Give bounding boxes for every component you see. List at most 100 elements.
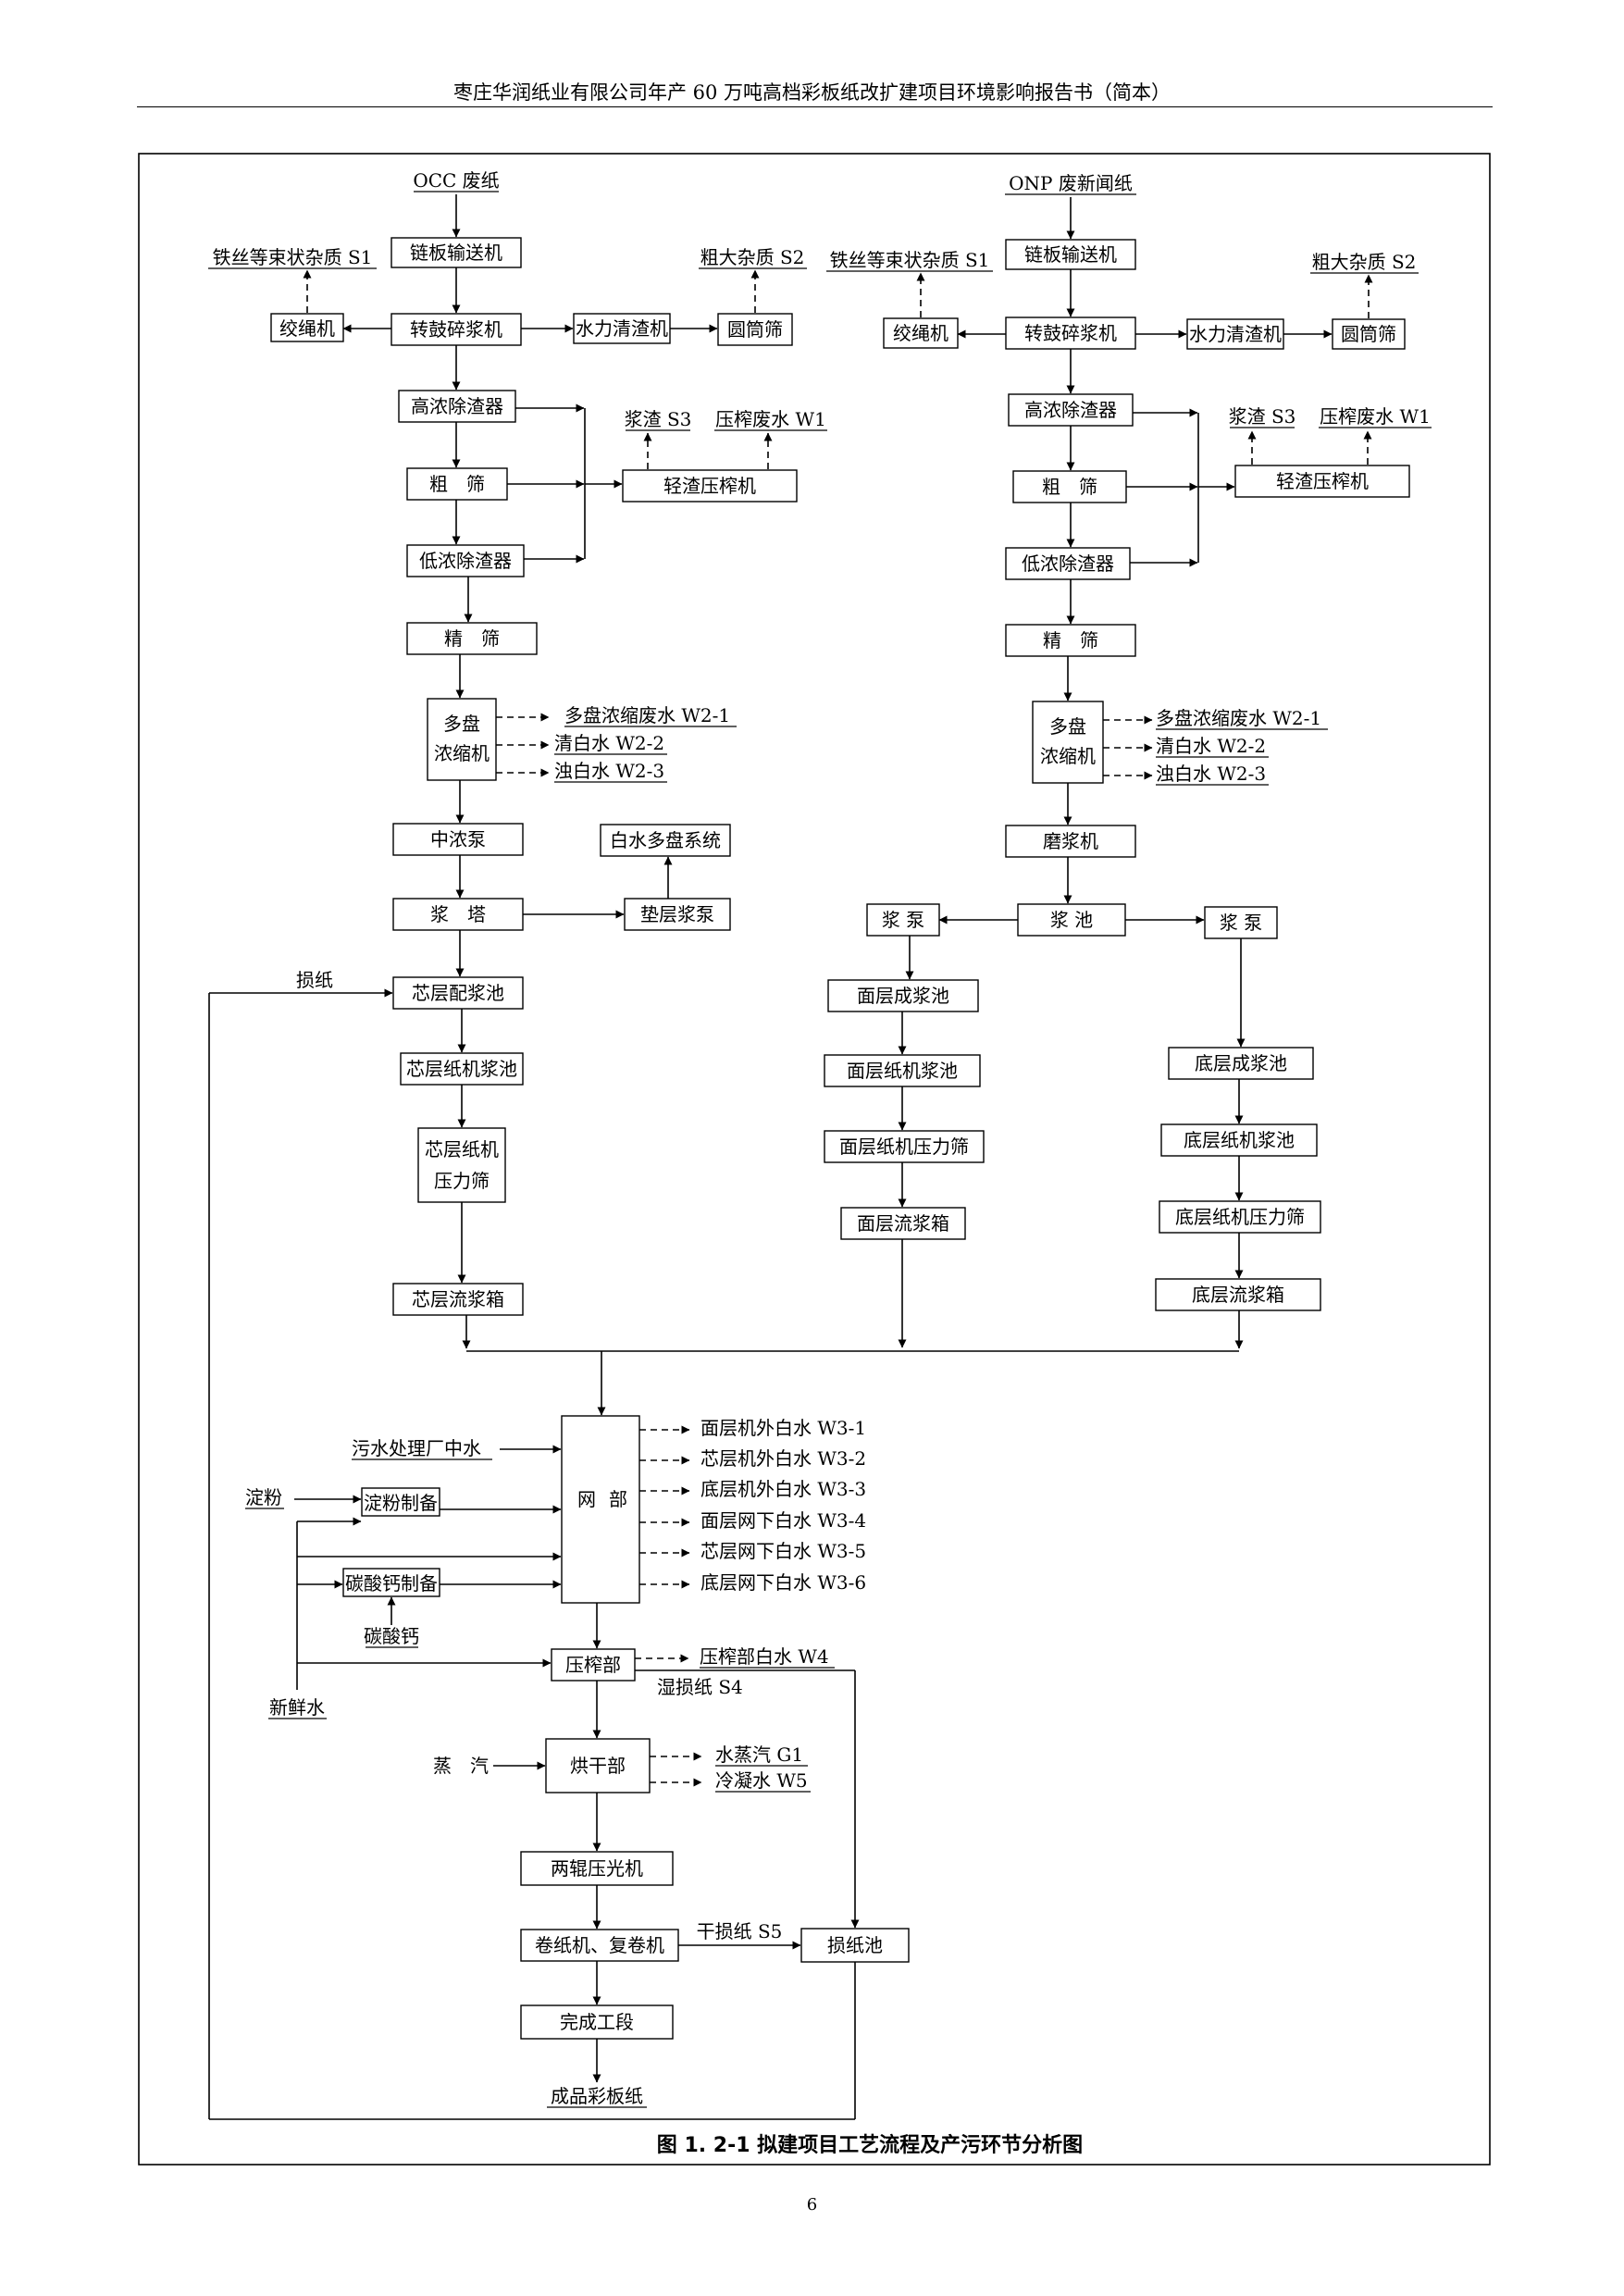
onp-bottom-screen-label: 底层纸机压力筛 <box>1175 1206 1305 1228</box>
caco3-label: 碳酸钙 <box>364 1625 419 1647</box>
onp-thickener-label-2: 浓缩机 <box>1040 745 1096 767</box>
core-headbox-box <box>392 1283 524 1316</box>
w36-label: 底层网下白水 W3-6 <box>700 1571 866 1594</box>
g1-label: 水蒸汽 G1 <box>715 1744 803 1766</box>
broke-chest-label: 损纸池 <box>827 1934 883 1956</box>
starch-prep-box <box>361 1487 440 1517</box>
w4-label: 压榨部白水 W4 <box>700 1645 829 1668</box>
dryer-label: 烘干部 <box>570 1755 626 1777</box>
onp-fine-screen-label: 精 筛 <box>1043 629 1098 652</box>
onp-coarse-screen-label: 粗 筛 <box>1042 476 1097 498</box>
fresh-water-label: 新鲜水 <box>269 1696 325 1719</box>
occ-hd-cleaner-box <box>398 390 516 423</box>
onp-s1-label: 铁丝等束状杂质 S1 <box>830 249 990 271</box>
onp-conveyor-box <box>1005 239 1136 270</box>
onp-light-press-label: 轻渣压榨机 <box>1276 470 1369 492</box>
occ-tower-box <box>392 898 524 931</box>
occ-s1-label: 铁丝等束状杂质 S1 <box>213 246 373 268</box>
diagram-frame <box>138 153 1491 2166</box>
onp-chest-label: 浆 池 <box>1050 909 1093 931</box>
onp-top-headbox-label: 面层流浆箱 <box>857 1212 949 1235</box>
onp-rope-box <box>883 317 959 349</box>
occ-w1-label: 压榨废水 W1 <box>715 408 826 430</box>
product-label: 成品彩板纸 <box>551 2085 643 2107</box>
occ-conveyor-label: 链板输送机 <box>410 242 502 264</box>
press-section-box <box>551 1648 636 1682</box>
occ-mc-pump-box <box>392 823 524 856</box>
onp-refiner-box <box>1005 825 1136 858</box>
caco3-prep-label: 碳酸钙制备 <box>345 1572 438 1595</box>
wire-section-box <box>561 1415 640 1604</box>
core-screen-label-2: 压力筛 <box>434 1170 490 1192</box>
onp-light-press-box <box>1234 465 1410 498</box>
onp-thickener-box <box>1032 701 1104 784</box>
occ-w23-label: 浊白水 W2-3 <box>554 760 664 782</box>
occ-light-press-label: 轻渣压榨机 <box>663 475 756 497</box>
core-broke-label: 损纸 <box>296 969 333 991</box>
dryer-box <box>545 1738 651 1793</box>
starch-label: 淀粉 <box>245 1486 282 1508</box>
occ-light-press-box <box>622 469 798 503</box>
occ-hydro-label: 水力清渣机 <box>576 317 668 340</box>
page-header-title: 枣庄华润纸业有限公司年产 60 万吨高档彩板纸改扩建项目环境影响报告书（简本） <box>452 81 1172 104</box>
s4-label: 湿损纸 S4 <box>657 1676 743 1698</box>
occ-thickener-label-2: 浓缩机 <box>434 742 490 764</box>
occ-conveyor-box <box>391 237 522 268</box>
occ-fine-screen-box <box>406 622 538 655</box>
onp-w23-label: 浊白水 W2-3 <box>1156 763 1266 785</box>
occ-hd-cleaner-label: 高浓除渣器 <box>411 395 503 417</box>
onp-pump-left-label: 浆 泵 <box>882 909 924 931</box>
w33-label: 底层机外白水 W3-3 <box>700 1478 866 1500</box>
occ-white-sys-box <box>600 824 731 857</box>
onp-bottom-chest-box <box>1168 1047 1314 1080</box>
onp-s3-label: 浆渣 S3 <box>1229 405 1296 428</box>
onp-pump-right-box <box>1204 906 1278 939</box>
onp-hydro-box <box>1186 318 1284 350</box>
onp-top-chest-box <box>827 979 979 1012</box>
onp-refiner-label: 磨浆机 <box>1043 830 1098 852</box>
page-number: 6 <box>806 2195 818 2215</box>
w32-label: 芯层机外白水 W3-2 <box>700 1447 866 1470</box>
occ-liner-pump-box <box>624 898 731 931</box>
onp-hd-cleaner-label: 高浓除渣器 <box>1024 399 1117 421</box>
occ-input-label: OCC 废纸 <box>413 169 499 192</box>
core-screen-label-1: 芯层纸机 <box>425 1138 499 1160</box>
onp-hydro-label: 水力清渣机 <box>1189 323 1282 345</box>
occ-liner-pump-label: 垫层浆泵 <box>640 903 714 925</box>
onp-pump-right-label: 浆 泵 <box>1220 912 1262 934</box>
onp-drum-label: 圆筒筛 <box>1341 323 1396 345</box>
caco3-prep-box <box>342 1568 440 1597</box>
onp-conveyor-label: 链板输送机 <box>1024 243 1117 266</box>
onp-ld-cleaner-box <box>1005 547 1131 580</box>
occ-fine-screen-label: 精 筛 <box>444 627 500 650</box>
occ-thickener-box <box>427 698 497 781</box>
occ-mc-pump-label: 中浓泵 <box>430 828 486 850</box>
onp-drum-box <box>1332 318 1406 350</box>
core-blend-chest-label: 芯层配浆池 <box>412 982 504 1004</box>
onp-top-mach-chest-label: 面层纸机浆池 <box>847 1060 958 1082</box>
w31-label: 面层机外白水 W3-1 <box>700 1417 866 1439</box>
onp-top-mach-chest-box <box>824 1054 981 1087</box>
onp-pulper-box <box>1005 316 1136 350</box>
occ-w21-label: 多盘浓缩废水 W2-1 <box>564 704 730 726</box>
broke-chest-box <box>800 1928 910 1963</box>
onp-bottom-screen-box <box>1159 1200 1321 1234</box>
wire-label-2: 部 <box>609 1488 627 1510</box>
calender-label: 两辊压光机 <box>551 1857 643 1880</box>
onp-top-headbox-box <box>840 1207 966 1240</box>
reel-box <box>520 1929 679 1962</box>
occ-tower-label: 浆 塔 <box>430 903 486 925</box>
occ-rope-box <box>270 313 344 342</box>
occ-drum-box <box>717 313 793 346</box>
occ-ld-cleaner-label: 低浓除渣器 <box>419 550 512 572</box>
occ-pulper-label: 转鼓碎浆机 <box>410 318 502 341</box>
core-screen-box <box>417 1127 506 1203</box>
onp-pump-left-box <box>866 903 940 937</box>
onp-top-screen-box <box>824 1130 985 1163</box>
core-mach-chest-label: 芯层纸机浆池 <box>406 1058 517 1080</box>
occ-coarse-screen-label: 粗 筛 <box>429 473 485 495</box>
occ-drum-label: 圆筒筛 <box>727 318 783 341</box>
onp-bottom-mach-chest-label: 底层纸机浆池 <box>1184 1129 1295 1151</box>
onp-bottom-chest-label: 底层成浆池 <box>1195 1052 1287 1074</box>
onp-pulper-label: 转鼓碎浆机 <box>1024 322 1117 344</box>
